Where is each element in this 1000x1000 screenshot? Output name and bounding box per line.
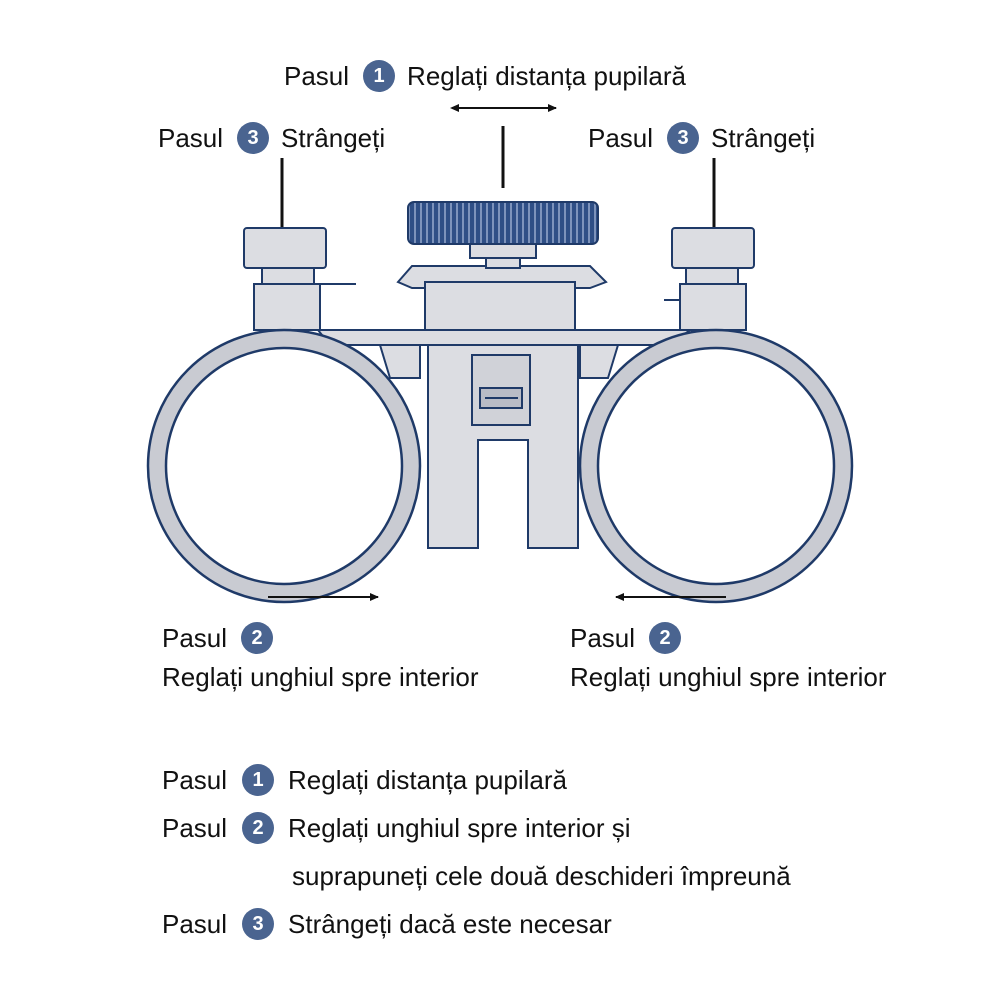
step3-right-label: Pasul 3 Strângeți xyxy=(588,122,815,154)
step1-top-label: Pasul 1 Reglați distanța pupilară xyxy=(284,60,686,92)
step-prefix: Pasul xyxy=(158,123,224,153)
step-prefix: Pasul xyxy=(162,623,228,653)
step2-left-text: Reglați unghiul spre interior xyxy=(162,662,479,692)
step2-right-text: Reglați unghiul spre interior xyxy=(570,662,887,692)
step-2-badge-icon: 2 xyxy=(241,622,274,654)
step-3-badge-icon: 3 xyxy=(242,908,274,940)
step-prefix: Pasul xyxy=(284,61,350,91)
step-text: Reglați distanța pupilară xyxy=(288,764,567,795)
center-adjust-knob xyxy=(407,201,599,269)
steps-legend: Pasul 1 Reglați distanța pupilară Pasul … xyxy=(162,756,982,948)
step-prefix: Pasul xyxy=(588,123,654,153)
step-1-badge-icon: 1 xyxy=(363,60,396,92)
right-ocular-ring xyxy=(578,328,854,604)
step-text: Reglați unghiul spre interior și xyxy=(288,812,631,843)
legend-step-2: Pasul 2 Reglați unghiul spre interior și xyxy=(162,804,982,852)
right-tighten-knob xyxy=(664,227,755,331)
step-3-badge-icon: 3 xyxy=(667,122,700,154)
step-text: Strângeți xyxy=(281,123,386,153)
legend-step-1: Pasul 1 Reglați distanța pupilară xyxy=(162,756,982,804)
legend-step-2-continuation: suprapuneți cele două deschideri împreun… xyxy=(292,860,791,891)
step-2-badge-icon: 2 xyxy=(649,622,682,654)
step-prefix: Pasul xyxy=(162,908,228,939)
step-3-badge-icon: 3 xyxy=(237,122,270,154)
left-ocular-ring xyxy=(146,328,422,604)
step-text: Strângeți xyxy=(711,123,816,153)
step-text: Strângeți dacă este necesar xyxy=(288,908,612,939)
step3-left-label: Pasul 3 Strângeți xyxy=(158,122,385,154)
step2-right-label: Pasul 2 xyxy=(570,622,693,654)
step-prefix: Pasul xyxy=(162,764,228,795)
legend-step-3: Pasul 3 Strângeți dacă este necesar xyxy=(162,900,982,948)
step2-left-label: Pasul 2 xyxy=(162,622,285,654)
step-prefix: Pasul xyxy=(570,623,636,653)
step-2-badge-icon: 2 xyxy=(242,812,274,844)
step-text: Reglați distanța pupilară xyxy=(407,61,687,91)
step-1-badge-icon: 1 xyxy=(242,764,274,796)
left-tighten-knob xyxy=(243,227,356,331)
step-prefix: Pasul xyxy=(162,812,228,843)
